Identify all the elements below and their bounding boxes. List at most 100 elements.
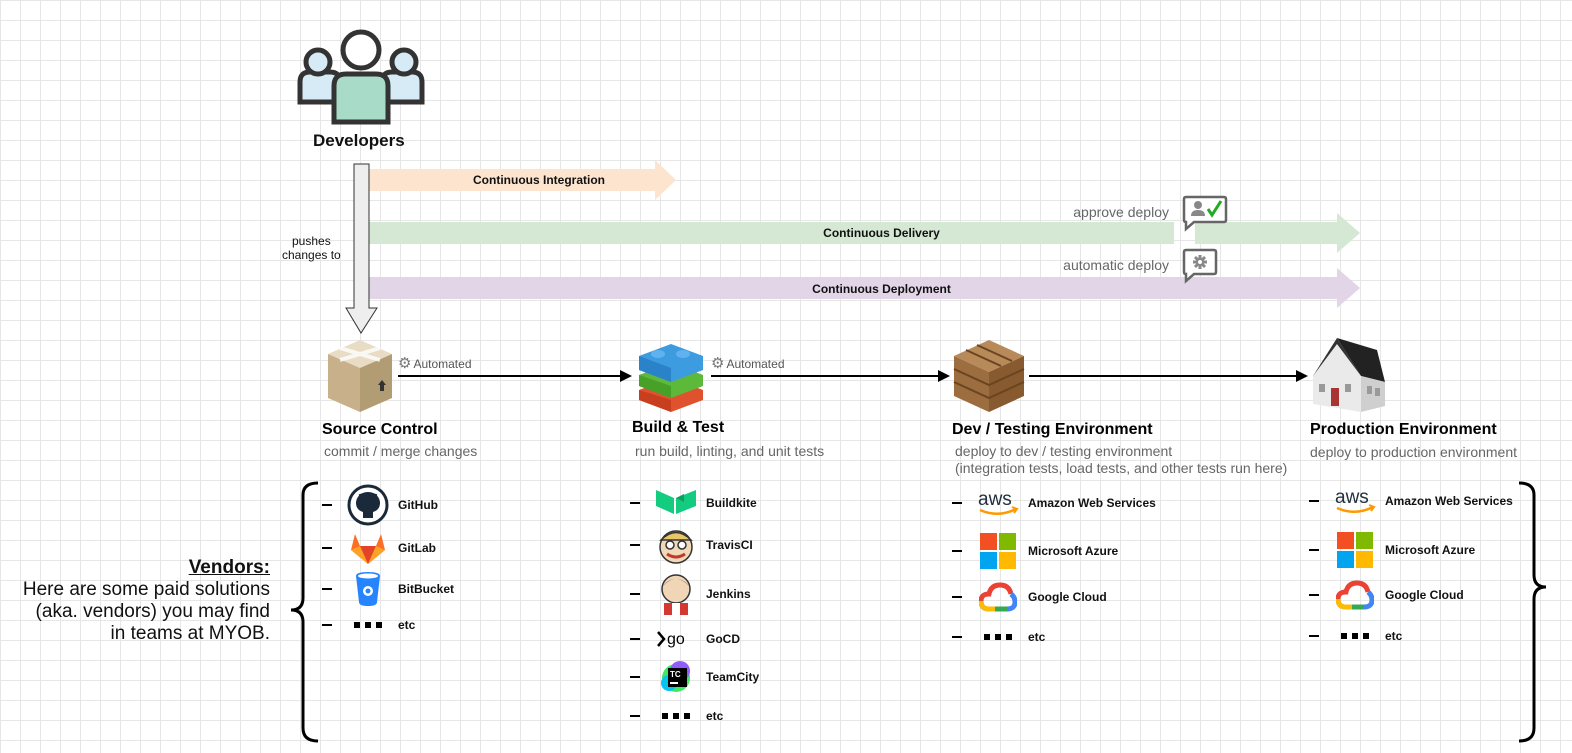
push-label-line2: changes to — [282, 248, 341, 262]
aws-icon: aws — [1333, 481, 1377, 521]
dev-env-subtitle-2: (integration tests, load tests, and othe… — [955, 460, 1288, 476]
aws-icon: aws — [976, 483, 1020, 523]
source-control-subtitle: commit / merge changes — [324, 443, 478, 459]
build-test-title: Build & Test — [632, 419, 725, 436]
gear-icon: ⚙ — [711, 355, 725, 372]
continuous-integration-label: Continuous Integration — [473, 173, 605, 187]
vendor-name: GitHub — [398, 498, 438, 512]
vendor-item: etc — [630, 696, 723, 736]
github-icon — [346, 484, 390, 526]
continuous-delivery-arrow-right — [1195, 213, 1360, 253]
approve-deploy-note: approve deploy — [1073, 204, 1169, 220]
jenkins-icon — [654, 574, 698, 615]
vendor-item: TravisCI — [630, 525, 753, 565]
vendor-item: BitBucket — [322, 569, 454, 609]
azure-icon — [1333, 530, 1377, 570]
svg-text:aws: aws — [978, 489, 1012, 510]
google-cloud-icon — [1333, 575, 1377, 615]
travisci-icon — [654, 525, 698, 565]
vendors-note: Vendors: Here are some paid solutions (a… — [23, 557, 270, 645]
vendor-item: etc — [322, 605, 415, 645]
vendor-name: Buildkite — [706, 496, 757, 510]
vendor-name: Google Cloud — [1028, 590, 1107, 604]
vendor-item: aws Amazon Web Services — [1309, 481, 1513, 521]
build-test-subtitle: run build, linting, and unit tests — [635, 443, 825, 459]
source-control-title: Source Control — [322, 421, 438, 438]
svg-text:TC: TC — [670, 670, 681, 679]
vendor-name: GitLab — [398, 541, 436, 555]
vendors-note-line3: in teams at MYOB. — [110, 623, 270, 644]
vendor-name: etc — [1028, 630, 1046, 644]
automatic-deploy-note: automatic deploy — [1063, 257, 1169, 273]
continuous-delivery-label: Continuous Delivery — [823, 226, 940, 240]
package-box-icon — [328, 340, 392, 412]
vendor-item: GitLab — [322, 528, 436, 568]
teamcity-icon: TC — [654, 657, 698, 697]
vendor-item: etc — [952, 617, 1045, 657]
right-brace — [1518, 481, 1547, 743]
continuous-deployment-label: Continuous Deployment — [812, 282, 951, 296]
automated-label-1: Automated — [413, 356, 472, 371]
push-label-line1: pushes — [292, 234, 331, 248]
google-cloud-icon — [976, 577, 1020, 617]
automated-tag-2: ⚙ Automated — [711, 356, 785, 371]
push-arrow — [345, 163, 378, 334]
push-label: pushes changes to — [282, 234, 341, 262]
gitlab-icon — [346, 528, 390, 568]
dev-env-subtitle: deploy to dev / testing environment — [955, 443, 1173, 459]
ellipsis-icon — [976, 617, 1020, 657]
svg-text:aws: aws — [1335, 487, 1369, 508]
developers-label: Developers — [313, 131, 405, 150]
vendor-item: TC TeamCity — [630, 657, 759, 697]
ellipsis-icon — [346, 605, 390, 645]
bitbucket-icon — [346, 569, 390, 609]
vendor-name: TravisCI — [706, 538, 753, 552]
vendor-item: etc — [1309, 616, 1402, 656]
vendors-heading: Vendors: — [188, 557, 270, 578]
automatic-bubble-icon — [1182, 248, 1218, 284]
vendor-name: Microsoft Azure — [1028, 544, 1119, 558]
prod-env-title: Production Environment — [1310, 421, 1497, 438]
vendor-item: Buildkite — [630, 483, 757, 523]
crate-icon — [953, 340, 1025, 412]
vendor-name: Google Cloud — [1385, 588, 1464, 602]
left-brace — [290, 481, 319, 743]
vendor-name: etc — [398, 618, 416, 632]
vendor-name: Jenkins — [706, 587, 751, 601]
ellipsis-icon — [654, 696, 698, 736]
prod-env-subtitle: deploy to production environment — [1310, 444, 1518, 460]
building-blocks-icon — [639, 344, 703, 412]
vendor-item: aws Amazon Web Services — [952, 483, 1156, 523]
gear-icon: ⚙ — [398, 355, 412, 372]
vendor-name: TeamCity — [706, 670, 760, 684]
vendor-name: Amazon Web Services — [1385, 494, 1513, 508]
dev-env-title: Dev / Testing Environment — [952, 421, 1153, 438]
azure-icon — [976, 531, 1020, 571]
vendor-item: Microsoft Azure — [952, 531, 1118, 571]
vendor-name: etc — [706, 709, 724, 723]
vendor-item: Jenkins — [630, 574, 751, 615]
house-icon — [1313, 338, 1385, 412]
vendor-item: go GoCD — [630, 619, 740, 659]
continuous-deployment-arrow — [369, 268, 1360, 308]
gocd-icon: go — [654, 619, 698, 659]
automated-label-2: Automated — [726, 356, 785, 371]
vendor-name: Microsoft Azure — [1385, 543, 1476, 557]
vendor-name: BitBucket — [398, 582, 455, 596]
vendor-item: Google Cloud — [1309, 575, 1464, 615]
vendor-item: Google Cloud — [952, 577, 1107, 617]
vendor-name: GoCD — [706, 632, 740, 646]
vendor-name: etc — [1385, 629, 1403, 643]
buildkite-icon — [654, 483, 698, 523]
vendor-name: Amazon Web Services — [1028, 496, 1156, 510]
approve-bubble-icon — [1182, 195, 1228, 232]
vendor-item: Microsoft Azure — [1309, 530, 1475, 570]
developers-icon — [297, 29, 425, 125]
vendor-item: GitHub — [322, 484, 438, 526]
continuous-delivery-arrow-left — [369, 222, 1174, 244]
continuous-integration-arrow — [369, 160, 676, 200]
svg-text:go: go — [667, 631, 685, 648]
vendors-note-line1: Here are some paid solutions — [22, 579, 270, 600]
ellipsis-icon — [1333, 616, 1377, 656]
automated-tag-1: ⚙ Automated — [398, 356, 472, 371]
